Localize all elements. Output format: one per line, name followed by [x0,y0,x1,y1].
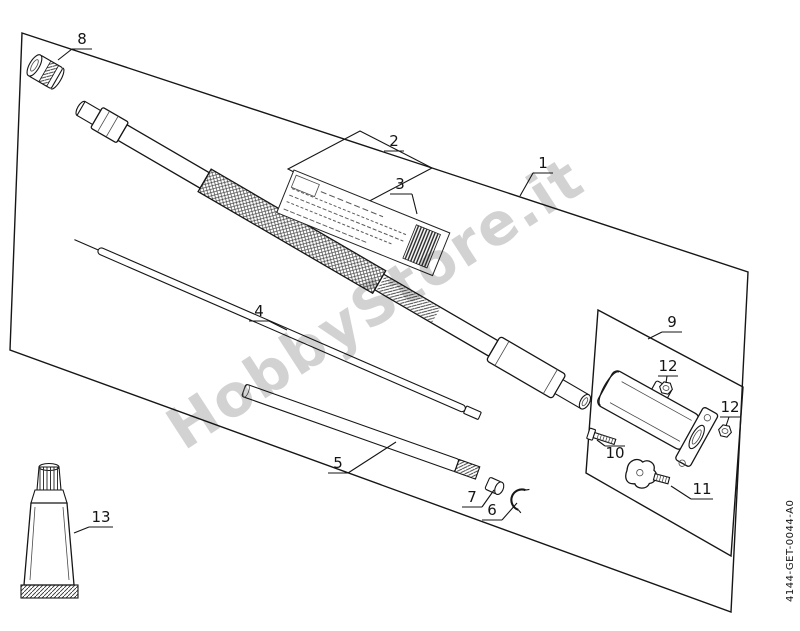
callout-12a: 12 [658,357,678,384]
liner-tube [241,384,481,480]
coupling-details [609,381,692,442]
callout-10: 10 [596,439,625,462]
information-label [276,169,451,277]
callout-6: 6 [482,501,518,521]
callout-12a-number: 12 [658,357,677,375]
callout-4: 4 [249,302,288,331]
tube-details [97,110,119,138]
callout-11: 11 [670,480,713,500]
callout-13: 13 [73,508,113,534]
callout-3-number: 3 [395,175,405,193]
callout-1-number: 1 [538,154,548,172]
callout-3: 3 [390,175,418,215]
callout-12b-number: 12 [720,398,739,416]
callout-8: 8 [57,30,92,61]
sub-assembly-box [585,308,744,558]
callout-9: 9 [647,313,682,340]
callout-2-number: 2 [389,132,399,150]
callout-10-number: 10 [605,444,624,462]
callout-12b: 12 [720,398,740,427]
callout-4-number: 4 [254,302,264,320]
wing-screw [625,458,671,489]
drive-shaft [74,239,482,420]
doc-number: 4144-GET-0044-A0 [785,500,796,602]
callout-13-number: 13 [91,508,110,526]
collar-bushing [26,54,65,90]
hex-nut [718,424,732,438]
label-text-lines [283,188,407,246]
drive-tube [75,100,592,410]
outer-frame [9,32,749,613]
hex-nut [659,381,673,395]
callout-7-number: 7 [467,488,477,506]
callout-11-number: 11 [692,480,711,498]
callout-5: 5 [328,441,397,474]
callout-1: 1 [519,154,553,197]
sleeve-details [494,341,558,394]
callout-6-number: 6 [487,501,497,519]
callout-7: 7 [462,488,495,508]
callout-8-number: 8 [77,30,87,48]
end-cap [484,477,505,496]
retaining-clip [510,488,530,514]
callout-2: 2 [384,132,404,152]
screw [586,427,617,446]
grease-tube [20,462,79,599]
callout-5-number: 5 [333,454,343,472]
label-barcode [402,224,441,269]
callout-9-number: 9 [667,313,677,331]
